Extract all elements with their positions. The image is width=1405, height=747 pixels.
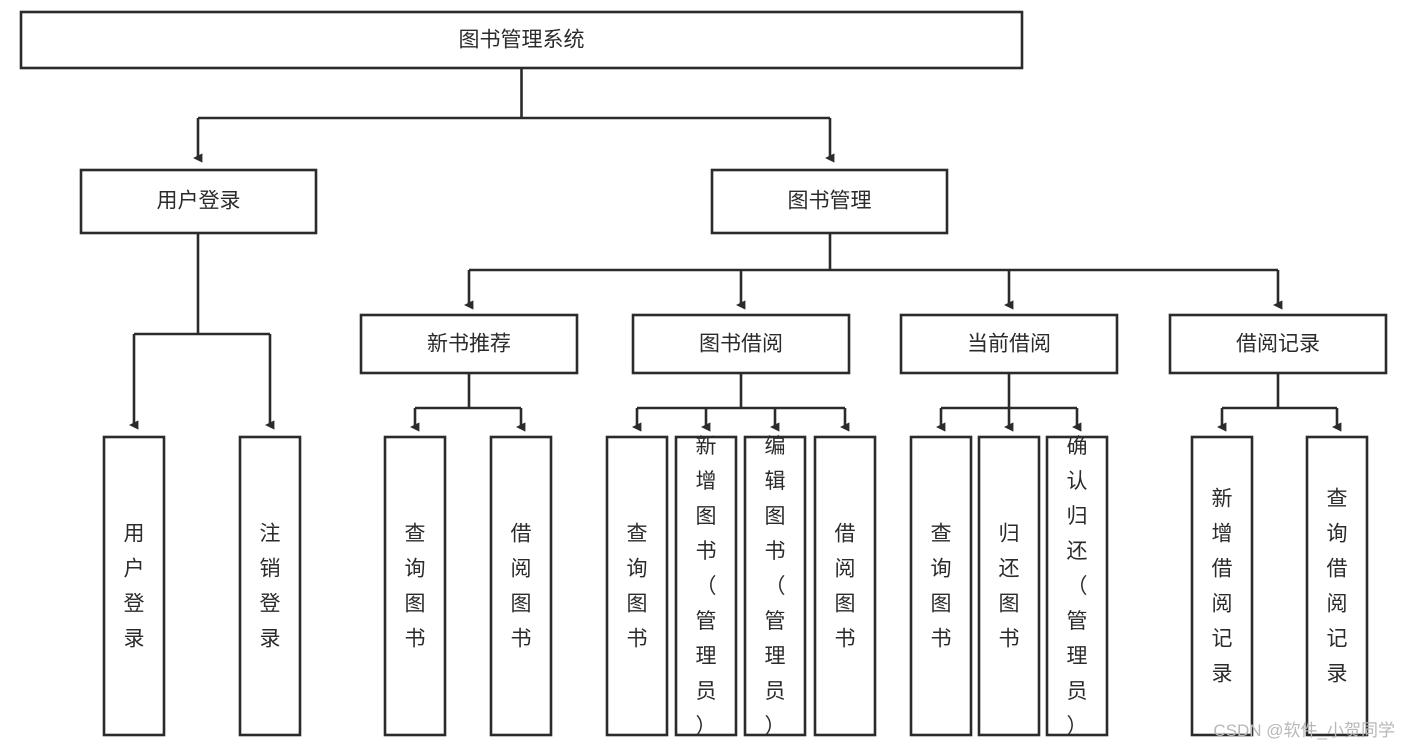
book-borrow-label: 图书借阅 bbox=[699, 333, 783, 356]
user-login-box[interactable] bbox=[79, 168, 318, 235]
node-leaf-query-book-1[interactable]: 查询图书 bbox=[383, 435, 447, 737]
user-login-label: 用户登录 bbox=[157, 190, 241, 213]
leaf-return-book-box[interactable] bbox=[977, 435, 1041, 737]
node-leaf-query-book-2[interactable]: 查询图书 bbox=[605, 435, 669, 737]
node-borrow-record[interactable]: 借阅记录 bbox=[1168, 313, 1388, 375]
leaf-query-book-2-label: 查询图书 bbox=[627, 522, 648, 650]
leaf-user-logout-box[interactable] bbox=[238, 435, 302, 737]
leaf-query-book-1-label: 查询图书 bbox=[405, 522, 426, 650]
book-management-label: 图书管理 bbox=[788, 190, 872, 213]
leaf-confirm-return-label: 确认归还（管理员） bbox=[1067, 435, 1088, 738]
leaf-query-book-1-box[interactable] bbox=[383, 435, 447, 737]
leaf-add-record-box[interactable] bbox=[1190, 435, 1254, 737]
leaf-borrow-book-2-box[interactable] bbox=[813, 435, 877, 737]
node-new-book-recommend[interactable]: 新书推荐 bbox=[359, 313, 579, 375]
node-leaf-query-record[interactable]: 查询借阅记录 bbox=[1305, 435, 1369, 737]
leaf-user-logout-label: 注销登录 bbox=[260, 522, 281, 650]
leaf-borrow-book-2-label: 借阅图书 bbox=[835, 522, 856, 650]
leaf-return-book-label: 归还图书 bbox=[999, 522, 1020, 650]
node-leaf-add-record[interactable]: 新增借阅记录 bbox=[1190, 435, 1254, 737]
node-leaf-return-book[interactable]: 归还图书 bbox=[977, 435, 1041, 737]
node-leaf-user-logout[interactable]: 注销登录 bbox=[238, 435, 302, 737]
book-borrow-box[interactable] bbox=[631, 313, 851, 375]
leaf-add-book-label: 新增图书（管理员） bbox=[696, 435, 717, 738]
node-book-management[interactable]: 图书管理 bbox=[710, 168, 949, 235]
leaf-query-record-box[interactable] bbox=[1305, 435, 1369, 737]
leaf-user-login-box[interactable] bbox=[102, 435, 166, 737]
root-box[interactable] bbox=[19, 10, 1024, 70]
csdn-watermark: CSDN @软件_小贺同学 bbox=[1213, 721, 1395, 740]
node-leaf-confirm-return[interactable]: 确认归还（管理员） bbox=[1045, 435, 1109, 738]
node-leaf-add-book[interactable]: 新增图书（管理员） bbox=[674, 435, 738, 738]
leaf-query-record-label: 查询借阅记录 bbox=[1327, 487, 1348, 685]
borrow-record-box[interactable] bbox=[1168, 313, 1388, 375]
leaf-edit-book-label: 编辑图书（管理员） bbox=[765, 435, 786, 738]
book-management-box[interactable] bbox=[710, 168, 949, 235]
node-current-borrow[interactable]: 当前借阅 bbox=[899, 313, 1119, 375]
leaf-confirm-return-box[interactable] bbox=[1045, 435, 1109, 737]
node-leaf-edit-book[interactable]: 编辑图书（管理员） bbox=[743, 435, 807, 738]
leaf-borrow-book-1-box[interactable] bbox=[489, 435, 553, 737]
node-user-login[interactable]: 用户登录 bbox=[79, 168, 318, 235]
leaf-query-book-2-box[interactable] bbox=[605, 435, 669, 737]
borrow-record-label: 借阅记录 bbox=[1236, 333, 1320, 356]
node-leaf-borrow-book-1[interactable]: 借阅图书 bbox=[489, 435, 553, 737]
leaf-query-book-3-box[interactable] bbox=[909, 435, 973, 737]
node-leaf-borrow-book-2[interactable]: 借阅图书 bbox=[813, 435, 877, 737]
node-leaf-query-book-3[interactable]: 查询图书 bbox=[909, 435, 973, 737]
root-label: 图书管理系统 bbox=[459, 29, 585, 52]
connector-layer bbox=[129, 68, 1342, 432]
leaf-add-book-box[interactable] bbox=[674, 435, 738, 737]
current-borrow-box[interactable] bbox=[899, 313, 1119, 375]
leaf-user-login-label: 用户登录 bbox=[124, 522, 145, 650]
node-book-borrow[interactable]: 图书借阅 bbox=[631, 313, 851, 375]
new-book-recommend-box[interactable] bbox=[359, 313, 579, 375]
node-root[interactable]: 图书管理系统 bbox=[19, 10, 1024, 70]
node-leaf-user-login[interactable]: 用户登录 bbox=[102, 435, 166, 737]
new-book-recommend-label: 新书推荐 bbox=[427, 333, 511, 356]
leaf-edit-book-box[interactable] bbox=[743, 435, 807, 737]
leaf-borrow-book-1-label: 借阅图书 bbox=[511, 522, 532, 650]
current-borrow-label: 当前借阅 bbox=[967, 333, 1051, 356]
leaf-add-record-label: 新增借阅记录 bbox=[1212, 487, 1233, 685]
leaf-query-book-3-label: 查询图书 bbox=[931, 522, 952, 650]
